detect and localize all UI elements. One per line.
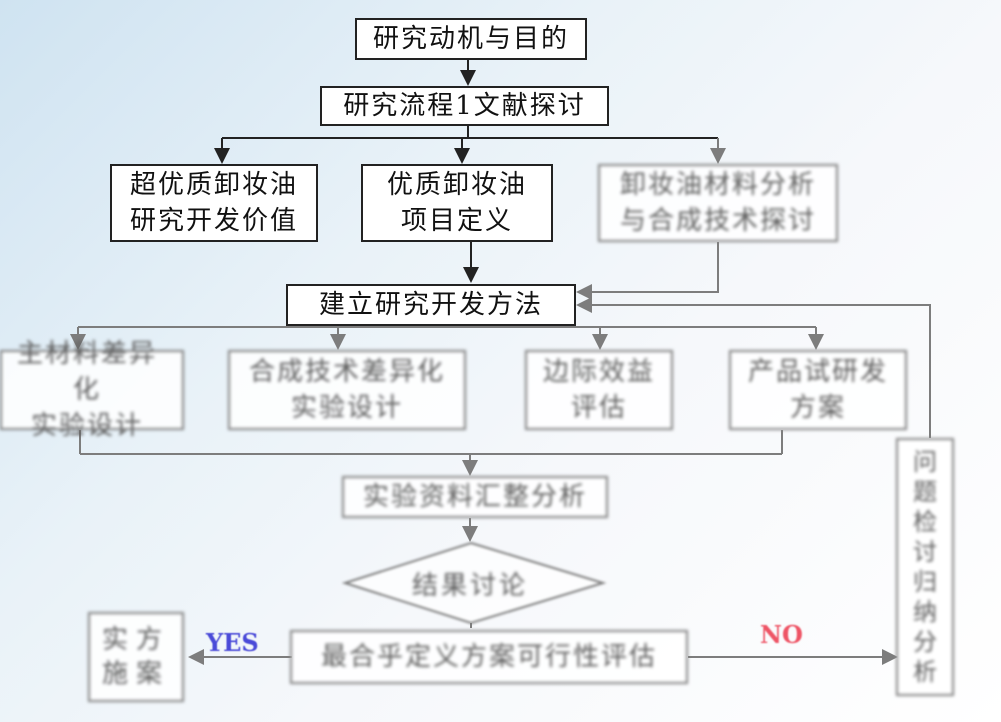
node-discussion-label: 结果讨论 — [411, 570, 528, 601]
node-method: 建立研究开发方法 — [286, 284, 576, 326]
review-char-3: 检 — [913, 508, 937, 536]
node-data-analysis: 实验资料汇整分析 — [342, 476, 608, 518]
review-char-4: 讨 — [913, 538, 937, 566]
node-implement: 实方 施案 — [88, 612, 184, 702]
node-feasibility: 最合乎定义方案可行性评估 — [290, 630, 688, 684]
node-review: 问 题 检 讨 归 纳 分 析 — [896, 438, 954, 696]
node-materials-analysis: 卸妆油材料分析 与合成技术探讨 — [598, 164, 838, 242]
arrow-materials-method — [576, 242, 719, 300]
label-yes: YES — [206, 628, 259, 657]
node-motivation: 研究动机与目的 — [355, 18, 587, 60]
node-literature: 研究流程1文献探讨 — [320, 86, 609, 126]
arrow-review-method — [576, 297, 931, 438]
review-char-7: 分 — [913, 628, 937, 656]
node-material-design: 主材料差异化 实验设计 — [0, 339, 184, 441]
node-synthesis-design: 合成技术差异化 实验设计 — [228, 350, 466, 430]
node-marginal-benefit: 边际效益 评估 — [525, 350, 673, 430]
review-char-1: 问 — [913, 448, 937, 476]
review-char-2: 题 — [913, 478, 937, 506]
label-no: NO — [760, 620, 803, 649]
review-char-8: 析 — [913, 658, 937, 686]
node-value: 超优质卸妆油 研究开发价值 — [110, 164, 318, 242]
node-definition: 优质卸妆油 项目定义 — [361, 164, 553, 242]
node-product-trial: 产品试研发 方案 — [729, 350, 907, 430]
review-char-6: 纳 — [913, 598, 937, 626]
review-char-5: 归 — [913, 568, 937, 596]
